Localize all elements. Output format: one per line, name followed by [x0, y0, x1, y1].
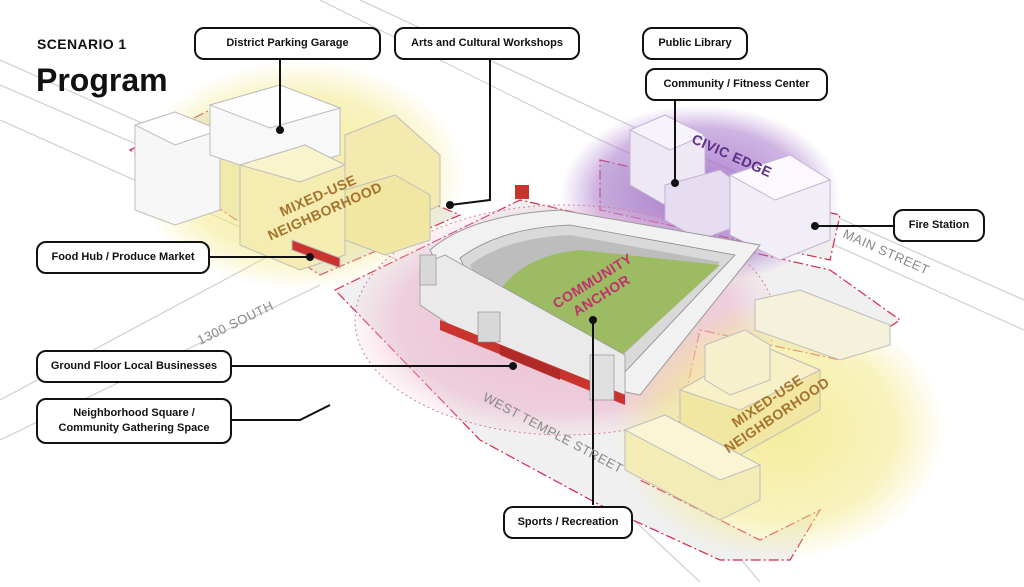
- page-title: Program: [36, 62, 168, 98]
- stadium: [419, 185, 761, 405]
- callout-neighborhood-square-line2: Community Gathering Space: [58, 422, 210, 434]
- callout-arts-cultural-workshops: Arts and Cultural Workshops: [394, 27, 580, 60]
- callout-food-hub: Food Hub / Produce Market: [36, 241, 210, 274]
- street-label-1300-south: 1300 SOUTH: [195, 298, 276, 348]
- leader-dots: [276, 126, 819, 370]
- callout-food-hub-label: Food Hub / Produce Market: [51, 251, 195, 264]
- callout-fire-station: Fire Station: [893, 209, 985, 242]
- nw-buildings: [133, 84, 441, 271]
- callout-public-library-label: Public Library: [658, 37, 732, 50]
- callout-district-parking-garage-label: District Parking Garage: [226, 37, 349, 50]
- civic-buildings: [628, 114, 832, 261]
- callout-public-library: Public Library: [642, 27, 748, 60]
- callout-community-fitness-center: Community / Fitness Center: [645, 68, 828, 101]
- callout-fire-station-label: Fire Station: [908, 219, 970, 232]
- callout-sports-recreation-label: Sports / Recreation: [517, 516, 619, 529]
- callout-neighborhood-square: Neighborhood Square / Community Gatherin…: [36, 398, 232, 444]
- callout-ground-floor-businesses-label: Ground Floor Local Businesses: [50, 360, 218, 373]
- scenario-label: SCENARIO 1: [37, 36, 127, 52]
- callout-district-parking-garage: District Parking Garage: [194, 27, 381, 60]
- callout-neighborhood-square-line1: Neighborhood Square /: [73, 407, 195, 420]
- callout-community-fitness-center-label: Community / Fitness Center: [663, 78, 810, 91]
- se-buildings: [623, 289, 891, 521]
- callout-sports-recreation: Sports / Recreation: [503, 506, 633, 539]
- leader-lines: [203, 58, 893, 505]
- callout-arts-cultural-workshops-label: Arts and Cultural Workshops: [411, 37, 563, 50]
- callout-ground-floor-businesses: Ground Floor Local Businesses: [36, 350, 232, 383]
